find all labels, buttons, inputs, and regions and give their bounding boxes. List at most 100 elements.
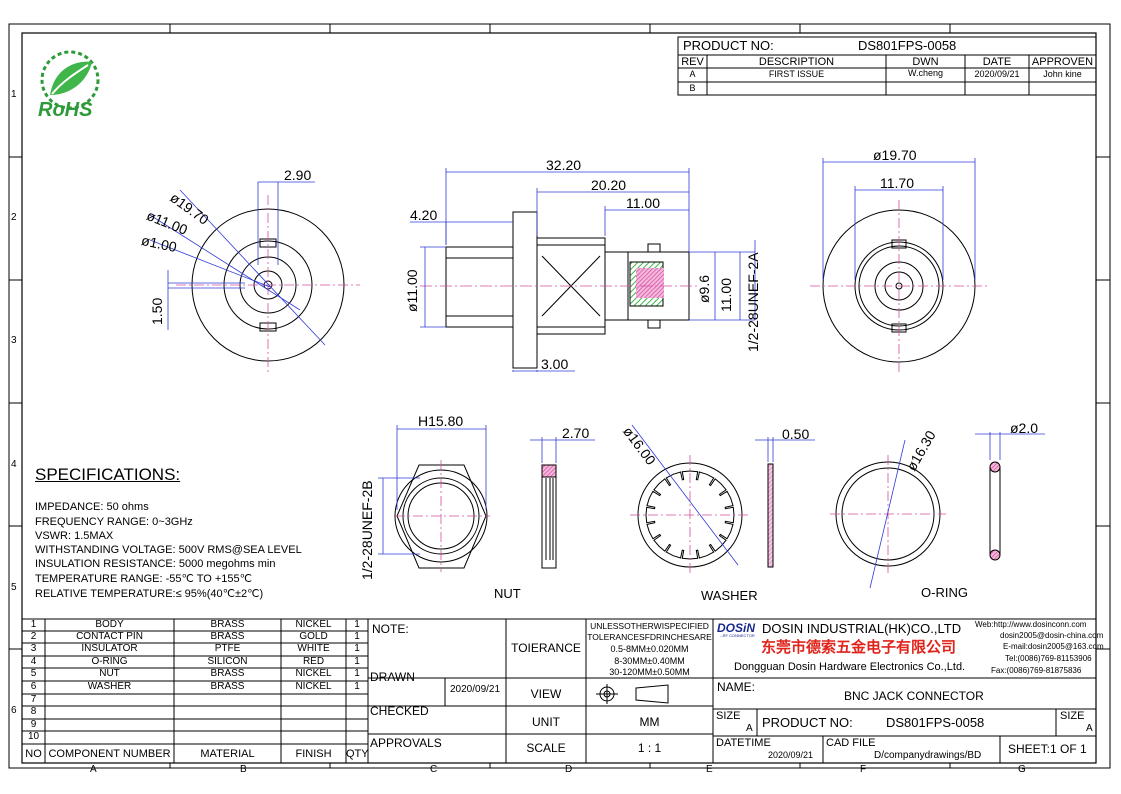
bom-row-4-material: SILICON [207, 656, 248, 667]
col-marker-a: A [90, 764, 97, 775]
dim-end-2-90: 2.90 [284, 167, 312, 183]
nut-side-view [541, 464, 557, 569]
bom-row-3-finish: WHITE [297, 643, 330, 654]
bom-header-finish: FINISH [295, 748, 332, 760]
spec-line-voltage: WITHSTANDING VOLTAGE: 500V RMS@SEA LEVEL [35, 544, 302, 556]
end-view [176, 195, 360, 375]
bom-row-3-material: PTFE [214, 643, 241, 654]
title-block-lines [712, 618, 1097, 764]
title-name-value: BNC JACK CONNECTOR [844, 689, 984, 703]
washer-side-dims [755, 437, 815, 462]
bom-row-2-finish: GOLD [299, 631, 328, 642]
tolerance-label: TOIERANCE [511, 641, 581, 655]
unit-label: UNIT [532, 715, 560, 729]
revision-table-lines [677, 36, 1097, 96]
company-email1: dosin2005@dosin-china.com [1000, 631, 1104, 640]
company-web: Web:http://www.dosinconn.com [975, 620, 1087, 629]
bom-row-8-no: 8 [30, 706, 37, 717]
dim-side-11-00: 11.00 [626, 195, 660, 211]
company-tel: Tel:(0086)769-81153906 [1005, 654, 1092, 663]
bom-row-1-no: 1 [30, 619, 37, 630]
washer-view [630, 455, 750, 575]
dim-side-dia-9-6: ø9.6 [696, 274, 712, 303]
title-size2-label: SIZE [1060, 710, 1085, 722]
nut-view [394, 460, 490, 572]
washer-dims [631, 424, 739, 566]
view-label: VIEW [530, 687, 562, 701]
washer-side-view [767, 463, 774, 568]
title-size2-value: A [1086, 723, 1093, 734]
rev-a-dwn: W.cheng [907, 68, 944, 78]
col-marker-f: F [860, 764, 867, 775]
col-marker-b: B [240, 764, 247, 775]
bom-row-4-qty: 1 [354, 656, 360, 667]
oring-side-view [989, 461, 1001, 561]
bom-row-4-no: 4 [30, 656, 37, 667]
bom-row-1-component: BODY [95, 619, 124, 630]
tolerance-line-3: 0.5-8MM±0.020MM [610, 644, 689, 654]
tolerance-line-2: TOLERANCESFDRINCHESARE [587, 632, 712, 642]
bom-row-3-no: 3 [30, 643, 37, 654]
dim-front-19-70: ø19.70 [873, 147, 917, 163]
nut-dims [378, 425, 487, 555]
spec-line-frequency: FREQUENCY RANGE: 0~3GHz [35, 516, 193, 528]
dim-side-4-20: 4.20 [410, 207, 438, 223]
spec-line-vswr: VSWR: 1.5MAX [35, 530, 114, 542]
rev-a-approven: John kine [1043, 69, 1082, 79]
rev-a-rev: A [689, 69, 696, 79]
scale-label: SCALE [526, 741, 566, 755]
row-marker-1: 1 [11, 89, 17, 100]
col-marker-c: C [430, 764, 438, 775]
approvals-label: APPROVALS [370, 736, 442, 750]
title-cad-value: D/companydrawings/BD [874, 750, 982, 761]
spec-line-humidity: RELATIVE TEMPERATURE:≤ 95%(40℃±2℃) [35, 588, 264, 600]
bom-row-1-qty: 1 [354, 619, 360, 630]
drawn-date: 2020/09/21 [450, 684, 501, 695]
company-name-en: DOSIN INDUSTRIAL(HK)CO.,LTD [762, 621, 962, 636]
rohs-logo-text: RoHS [38, 99, 93, 121]
dim-washer-side-0-50: 0.50 [782, 426, 810, 442]
oring-view [830, 455, 946, 573]
company-name-cn: 东莞市德索五金电子有限公司 [761, 639, 957, 656]
front-view-dims [822, 158, 976, 280]
rev-a-desc: FIRST ISSUE [768, 69, 825, 79]
bom-row-6-qty: 1 [354, 681, 360, 692]
bom-row-2-component: CONTACT PIN [76, 631, 143, 642]
bom-row-10-no: 10 [27, 731, 40, 742]
col-marker-d: D [565, 764, 573, 775]
oring-dims [869, 439, 906, 589]
bom-row-1-finish: NICKEL [295, 619, 332, 630]
unit-value: MM [639, 715, 660, 729]
bom-row-9-no: 9 [30, 719, 37, 730]
bom-row-1-material: BRASS [210, 619, 245, 630]
bom-row-5-no: 5 [30, 668, 37, 679]
rev-product-no: DS801FPS-0058 [858, 38, 957, 53]
bom-row-7-no: 7 [30, 694, 37, 705]
bom-row-6-no: 6 [30, 681, 37, 692]
side-view-dims [410, 168, 756, 372]
title-sheet: SHEET:1 OF 1 [1008, 742, 1087, 756]
dim-nut-thread: 1/2-28UNEF-2B [359, 480, 375, 580]
tolerance-line-1: UNLESSOTHERWISPECIFIED [590, 621, 709, 631]
bom-row-5-finish: NICKEL [295, 668, 332, 679]
side-view [420, 211, 700, 369]
dim-side-20-20: 20.20 [591, 177, 627, 193]
bom-header-material: MATERIAL [200, 748, 255, 760]
bom-row-5-material: BRASS [210, 668, 245, 679]
row-marker-5: 5 [11, 582, 17, 593]
bom-row-6-finish: NICKEL [295, 681, 332, 692]
bom-row-4-component: O-RING [91, 656, 128, 667]
rev-a-date: 2020/09/21 [974, 69, 1020, 79]
rev-product-label: PRODUCT NO: [683, 38, 774, 53]
oring-side-dims [975, 432, 1045, 460]
rev-header-desc: DESCRIPTION [758, 56, 835, 68]
label-nut: NUT [494, 586, 521, 601]
drawn-label: DRAWN [370, 670, 415, 684]
dim-nut-h15-80: H15.80 [418, 413, 464, 429]
title-name-label: NAME: [717, 680, 756, 694]
company-fax: Fax:(0086)769-81875836 [991, 666, 1082, 675]
dim-side-thread: 1/2-28UNEF-2A [745, 252, 761, 352]
col-marker-e: E [706, 764, 713, 775]
